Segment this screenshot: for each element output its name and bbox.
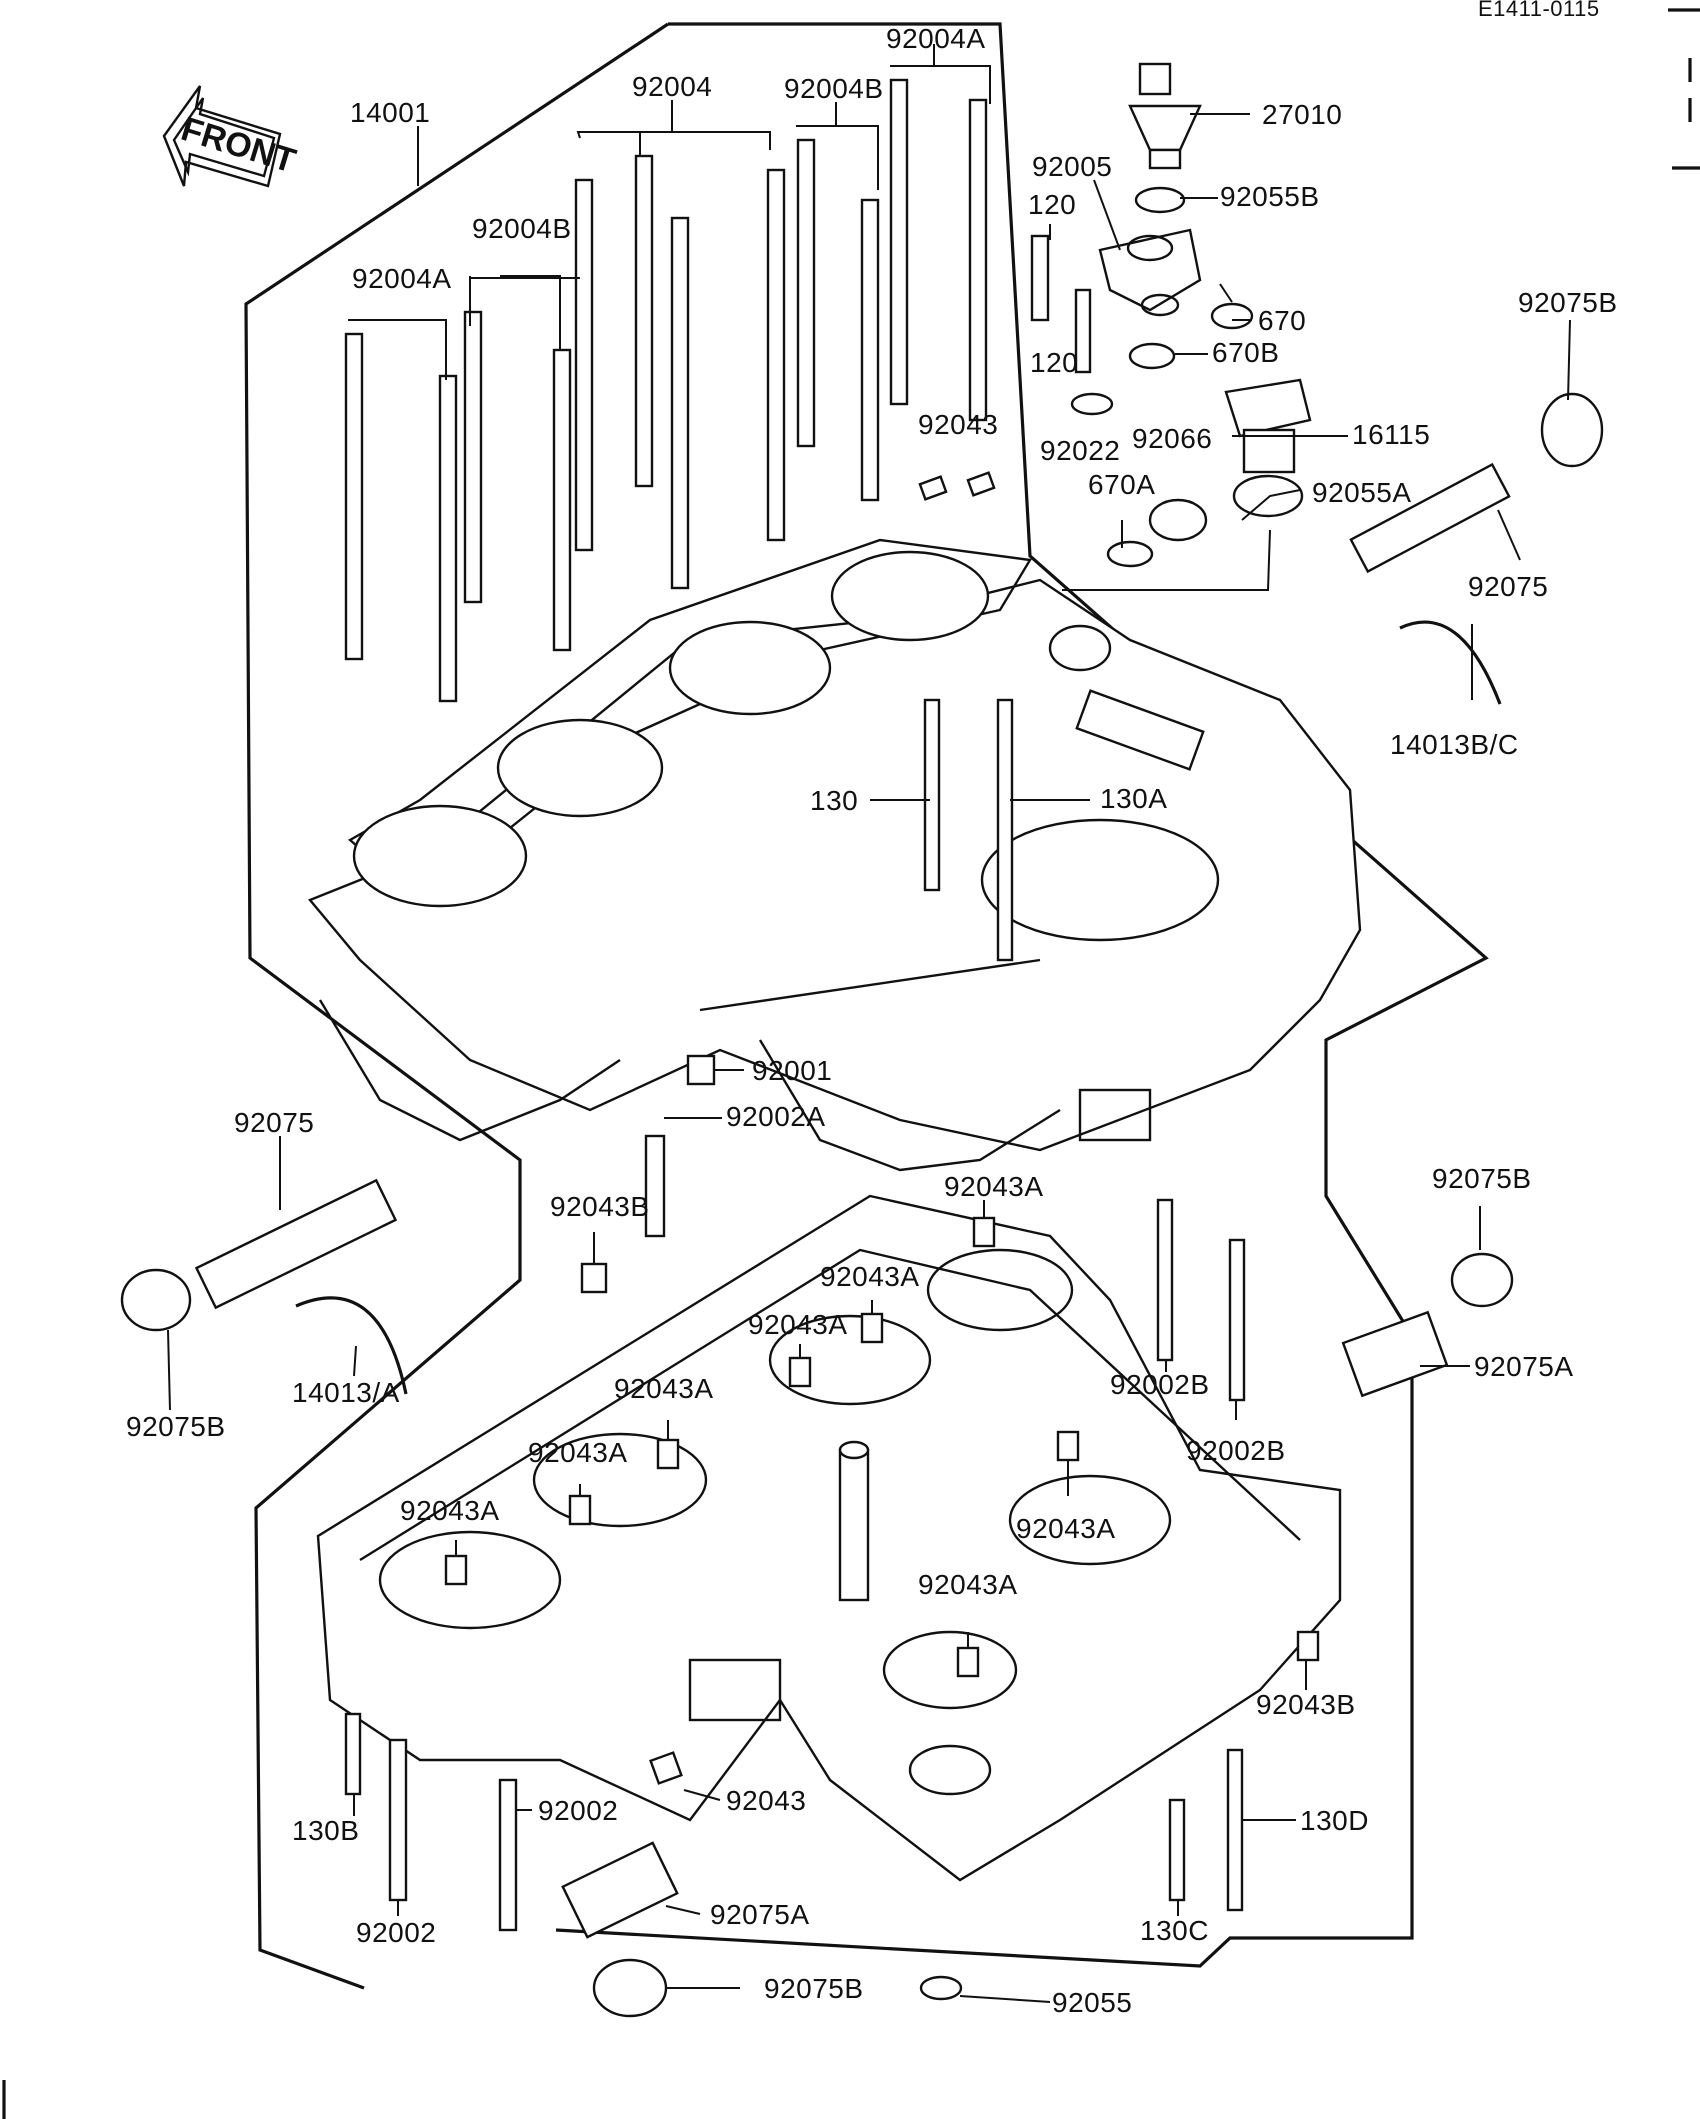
label-92075A-bottom: 92075A — [710, 1899, 810, 1930]
label-92005: 92005 — [1032, 151, 1112, 182]
upper-group-outline — [244, 22, 669, 1990]
label-92043A-5: 92043A — [528, 1437, 628, 1468]
doc-code: E1411-0115 — [1478, 0, 1600, 21]
label-92004: 92004 — [632, 71, 712, 102]
label-92075B-right: 92075B — [1432, 1163, 1532, 1194]
label-92002-b: 92002 — [538, 1795, 618, 1826]
leader-lines — [167, 44, 1571, 2003]
label-92002B-2: 92002B — [1186, 1435, 1286, 1466]
label-92004A-left: 92004A — [352, 263, 452, 294]
label-92043A-7: 92043A — [1016, 1513, 1116, 1544]
label-92043B-bottom: 92043B — [1256, 1689, 1356, 1720]
label-92055: 92055 — [1052, 1987, 1132, 2018]
label-92043A-1: 92043A — [944, 1171, 1044, 1202]
label-14001: 14001 — [350, 97, 430, 128]
label-130A: 130A — [1100, 783, 1167, 814]
lower-group-outline — [555, 1336, 1414, 1968]
small-parts — [120, 62, 1604, 2018]
upper-crankcase — [308, 538, 1362, 1172]
label-130D: 130D — [1300, 1805, 1369, 1836]
lower-crankcase — [316, 1194, 1342, 1882]
label-92043A-3: 92043A — [748, 1309, 848, 1340]
label-670A: 670A — [1088, 469, 1155, 500]
label-92043-bottom: 92043 — [726, 1785, 806, 1816]
label-120-b: 120 — [1030, 347, 1078, 378]
label-92075B-bottom: 92075B — [764, 1973, 864, 2004]
upper-group-outline-right — [668, 22, 1489, 1337]
label-92075A-right: 92075A — [1474, 1351, 1574, 1382]
label-92055B: 92055B — [1220, 181, 1320, 212]
label-92004B-top: 92004B — [784, 73, 884, 104]
front-arrow: FRONT — [162, 85, 300, 188]
label-670B: 670B — [1212, 337, 1279, 368]
label-14013BC: 14013B/C — [1390, 729, 1519, 760]
label-670: 670 — [1258, 305, 1306, 336]
label-92043-top: 92043 — [918, 409, 998, 440]
label-92075B-top: 92075B — [1518, 287, 1618, 318]
label-92043A-6: 92043A — [400, 1495, 500, 1526]
label-92004A-top: 92004A — [886, 23, 986, 54]
label-92043A-4: 92043A — [614, 1373, 714, 1404]
label-27010: 27010 — [1262, 99, 1342, 130]
label-92075-left: 92075 — [234, 1107, 314, 1138]
label-92001: 92001 — [752, 1055, 832, 1086]
label-92002-a: 92002 — [356, 1917, 436, 1948]
label-16115: 16115 — [1352, 419, 1430, 450]
label-92043A-8: 92043A — [918, 1569, 1018, 1600]
label-92075-right: 92075 — [1468, 571, 1548, 602]
label-92075B-left: 92075B — [126, 1411, 226, 1442]
label-92055A: 92055A — [1312, 477, 1412, 508]
label-92043B-top: 92043B — [550, 1191, 650, 1222]
label-130B: 130B — [292, 1815, 359, 1846]
label-92002B-1: 92002B — [1110, 1369, 1210, 1400]
label-92004B-left: 92004B — [472, 213, 572, 244]
label-130: 130 — [810, 785, 858, 816]
label-92043A-2: 92043A — [820, 1261, 920, 1292]
cylinder-studs — [344, 78, 1014, 962]
label-92002A: 92002A — [726, 1101, 826, 1132]
label-92022: 92022 — [1040, 435, 1120, 466]
label-92066: 92066 — [1132, 423, 1212, 454]
part-labels: 14001 92004 92004A 92004B 92004B 92004A … — [126, 23, 1618, 2018]
label-130C: 130C — [1140, 1915, 1209, 1946]
label-14013A: 14013/A — [292, 1377, 400, 1408]
label-120-a: 120 — [1028, 189, 1076, 220]
